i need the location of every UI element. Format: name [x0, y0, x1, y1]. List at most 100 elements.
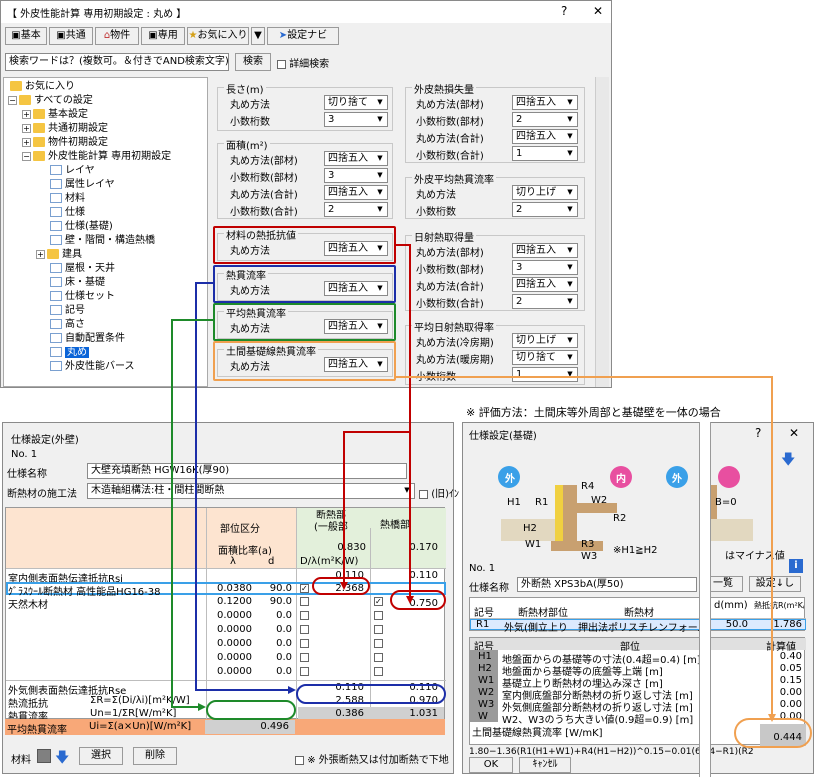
foundation-spec-input[interactable]: 外断熱 XPS3bA(厚50) [517, 577, 697, 592]
tree-item-layer[interactable]: レイヤ [50, 164, 95, 178]
tree-item-auto[interactable]: 自動配置条件 [50, 332, 125, 346]
tree-item-height[interactable]: 高さ [50, 318, 85, 332]
group-solar: 日射熱取得量 丸め方法(部材) 四捨五入▼ 小数桁数(部材) 3▼ 丸め方法(合… [405, 229, 585, 311]
ua-digits-select[interactable]: 2▼ [512, 202, 578, 217]
row-ui-formula: Ui=Σ(a×Un)[W/m²K] [89, 721, 192, 732]
checkbox-icon[interactable] [300, 652, 309, 663]
u-value-select[interactable]: 四捨五入▼ [324, 281, 388, 296]
heat-loss-total-digits-select[interactable]: 1▼ [512, 146, 578, 161]
wall-spec-input[interactable]: 大壁充填断熱 HGW16K(厚90) [87, 463, 407, 479]
checkbox-icon[interactable] [374, 666, 383, 677]
tree-item-attr-layer[interactable]: 属性レイヤ [50, 178, 115, 192]
heat-loss-digits-select[interactable]: 2▼ [512, 112, 578, 127]
group-ua: 外皮平均熱貫流率 丸め方法 切り上げ▼ 小数桁数 2▼ [405, 171, 585, 219]
eta-heat-select[interactable]: 切り捨て▼ [512, 350, 578, 365]
heat-loss-rounding-select[interactable]: 四捨五入▼ [512, 95, 578, 110]
tree-item-floor[interactable]: 床・基礎 [50, 276, 105, 290]
solar-total-digits-select[interactable]: 2▼ [512, 294, 578, 309]
tree-item-common[interactable]: +共通初期設定 [22, 123, 108, 134]
setting-button[interactable]: 設定↓し [749, 576, 801, 592]
checkbox-icon[interactable] [374, 652, 383, 663]
checkbox-icon[interactable] [300, 610, 309, 621]
avg-u-select[interactable]: 四捨五入▼ [324, 319, 388, 334]
tree-item-spec-set[interactable]: 仕様セット [50, 290, 115, 304]
vertical-scrollbar[interactable] [595, 77, 609, 387]
selected-row[interactable] [6, 582, 446, 595]
checkbox-icon[interactable] [374, 610, 383, 621]
thermal-resistance-select[interactable]: 四捨五入▼ [324, 241, 388, 256]
eta-cool-select[interactable]: 切り上げ▼ [512, 333, 578, 348]
tab-property[interactable]: ⌂物件 [95, 27, 139, 45]
checkbox-icon[interactable] [374, 624, 383, 635]
color-swatch[interactable] [37, 749, 51, 763]
close-button[interactable]: ✕ [593, 4, 604, 18]
tree-item-wall[interactable]: 壁・階間・構造熱橋 [50, 234, 155, 248]
tab-favorites[interactable]: ★お気に入り [187, 27, 249, 45]
page-icon [50, 193, 62, 203]
tree-item-favorites[interactable]: お気に入り [10, 80, 75, 94]
psi-select[interactable]: 四捨五入▼ [324, 357, 388, 372]
help-button[interactable]: ? [755, 426, 762, 440]
tree-item-symbol[interactable]: 記号 [50, 304, 85, 318]
list-button[interactable]: 一覧 [703, 576, 743, 592]
checkbox-icon[interactable] [300, 624, 309, 635]
ok-button[interactable]: OK [469, 757, 513, 773]
bottom-note-checkbox[interactable]: ※ 外張断熱又は付加断熱で下地 [295, 751, 449, 766]
area-rounding-select[interactable]: 四捨五入▼ [324, 151, 388, 166]
area-total-digits-select[interactable]: 2▼ [324, 202, 388, 217]
tree-item-rounding[interactable]: 丸め [50, 346, 89, 360]
info-icon[interactable]: i [789, 559, 803, 573]
settings-nav-button[interactable]: ➤設定ナビ [267, 27, 339, 45]
tab-common[interactable]: ▣共通 [49, 27, 93, 45]
heat-loss-total-rounding-select[interactable]: 四捨五入▼ [512, 129, 578, 144]
selected-row[interactable] [470, 619, 806, 630]
solar-digits-select[interactable]: 3▼ [512, 260, 578, 275]
old-checkbox[interactable]: (旧)ｲﾝ [419, 485, 459, 500]
checkbox-icon[interactable]: ✓ [374, 596, 383, 606]
row-u-g: 0.386 [335, 708, 364, 719]
tree-item-envelope-parse[interactable]: 外皮性能バース [50, 360, 135, 374]
close-button[interactable]: ✕ [789, 426, 800, 440]
detail-search-checkbox[interactable]: 詳細検索 [277, 55, 329, 70]
checkbox-icon[interactable] [300, 666, 309, 677]
tree-item-spec-found[interactable]: 仕様(基礎) [50, 220, 113, 234]
help-button[interactable]: ? [561, 4, 568, 18]
area-total-rounding-select[interactable]: 四捨五入▼ [324, 185, 388, 200]
search-button[interactable]: 検索 [235, 53, 271, 71]
folder-icon [47, 249, 59, 259]
foundation-no: No. 1 [469, 563, 496, 574]
select-button[interactable]: 選択 [79, 747, 123, 765]
eta-digits-select[interactable]: 1▼ [512, 367, 578, 382]
checkbox-icon[interactable]: ✓ [300, 583, 309, 593]
outside-label: 外 [505, 474, 515, 485]
row-empty-lambda: 0.0000 [217, 610, 252, 621]
tree-item-property[interactable]: +物件初期設定 [22, 137, 108, 148]
ua-rounding-select[interactable]: 切り上げ▼ [512, 185, 578, 200]
checkbox-icon[interactable] [374, 638, 383, 649]
ground [501, 519, 555, 541]
folder-icon [19, 95, 31, 105]
search-input[interactable]: 検索ワードは？(複数可。＆付きでAND検索文字) [5, 53, 229, 71]
tree-item-basic[interactable]: +基本設定 [22, 109, 88, 120]
checkbox-icon[interactable] [300, 596, 309, 607]
down-arrow-icon[interactable]: 🡇 [781, 452, 796, 468]
tree-item-all[interactable]: −すべての設定 [8, 95, 93, 106]
tree-item-material[interactable]: 材料 [50, 192, 85, 206]
tree-item-roof[interactable]: 屋根・天井 [50, 262, 115, 276]
checkbox-icon[interactable] [300, 638, 309, 649]
down-arrow-icon[interactable]: 🡇 [55, 750, 70, 766]
delete-button[interactable]: 削除 [133, 747, 177, 765]
tree-item-envelope[interactable]: −外皮性能計算 専用初期設定 [22, 151, 172, 162]
solar-rounding-select[interactable]: 四捨五入▼ [512, 243, 578, 258]
tab-basic[interactable]: ▣基本 [5, 27, 47, 45]
solar-total-rounding-select[interactable]: 四捨五入▼ [512, 277, 578, 292]
wall-method-select[interactable]: 木造軸組構法:柱・間柱間断熱▼ [87, 483, 415, 499]
length-digits-select[interactable]: 3▼ [324, 112, 388, 127]
cancel-button[interactable]: ｷｬﾝｾﾙ [519, 757, 571, 773]
tree-item-fitting[interactable]: +建具 [36, 249, 82, 260]
tab-dedicated[interactable]: ▣専用 [141, 27, 185, 45]
area-digits-select[interactable]: 3▼ [324, 168, 388, 183]
tree-item-spec[interactable]: 仕様 [50, 206, 85, 220]
tab-dropdown[interactable]: ▼ [251, 27, 265, 45]
length-rounding-select[interactable]: 切り捨て▼ [324, 95, 388, 110]
